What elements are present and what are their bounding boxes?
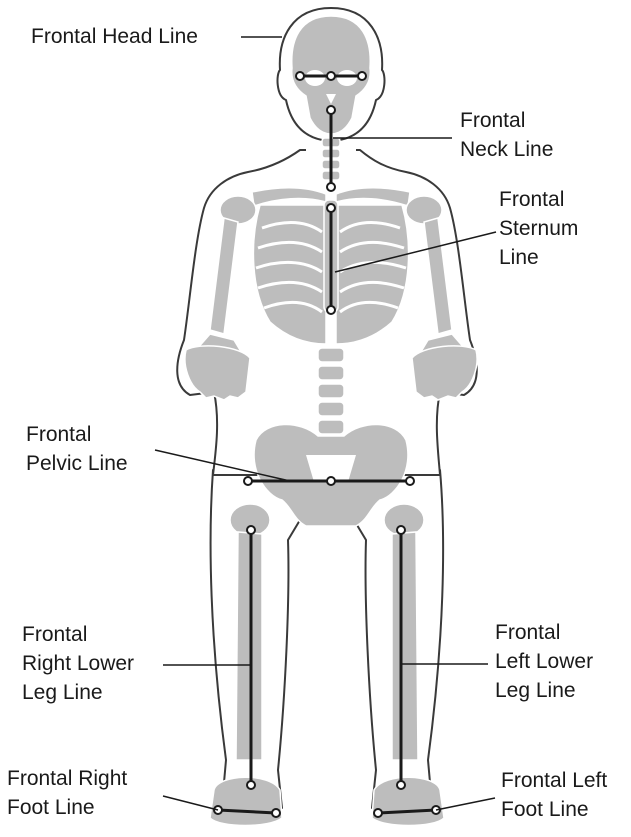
label-left-leg-line-3: Leg Line xyxy=(495,676,593,705)
left-foot-leader xyxy=(436,798,495,810)
label-head: Frontal Head Line xyxy=(31,22,198,51)
left-ankle-marker xyxy=(397,781,405,789)
right-foot-leader xyxy=(163,796,218,810)
label-pelvic-line-2: Pelvic Line xyxy=(26,449,128,478)
label-sternum: Frontal Sternum Line xyxy=(499,185,578,272)
label-pelvic: Frontal Pelvic Line xyxy=(26,420,128,478)
sternum-top-marker xyxy=(327,204,335,212)
right-foot-toe-marker xyxy=(272,809,280,817)
label-right-foot-line-1: Frontal Right xyxy=(7,764,127,793)
neck-top-marker xyxy=(327,106,335,114)
label-left-leg: Frontal Left Lower Leg Line xyxy=(495,618,593,705)
right-ankle-marker xyxy=(247,781,255,789)
neck-bottom-marker xyxy=(327,183,335,191)
label-neck: Frontal Neck Line xyxy=(460,106,553,164)
left-foot-toe-marker xyxy=(374,809,382,817)
label-neck-line-1: Frontal xyxy=(460,106,553,135)
label-right-leg-line-3: Leg Line xyxy=(22,678,134,707)
label-right-foot: Frontal Right Foot Line xyxy=(7,764,127,822)
label-right-leg-line-1: Frontal xyxy=(22,620,134,649)
sternum-bottom-marker xyxy=(327,306,335,314)
pelvic-left-marker xyxy=(406,477,414,485)
right-knee-marker xyxy=(247,526,255,534)
label-right-leg-line-2: Right Lower xyxy=(22,649,134,678)
label-pelvic-line-1: Frontal xyxy=(26,420,128,449)
head-mid-marker xyxy=(327,72,335,80)
label-left-leg-line-1: Frontal xyxy=(495,618,593,647)
label-neck-line-2: Neck Line xyxy=(460,135,553,164)
head-right-marker xyxy=(358,72,366,80)
label-head-line-1: Frontal Head Line xyxy=(31,22,198,51)
left-knee-marker xyxy=(397,526,405,534)
pelvic-right-marker xyxy=(244,477,252,485)
label-left-foot: Frontal Left Foot Line xyxy=(501,766,607,824)
label-left-foot-line-2: Foot Line xyxy=(501,795,607,824)
pelvic-mid-marker xyxy=(327,477,335,485)
label-left-foot-line-1: Frontal Left xyxy=(501,766,607,795)
label-sternum-line-1: Frontal xyxy=(499,185,578,214)
label-right-leg: Frontal Right Lower Leg Line xyxy=(22,620,134,707)
head-left-marker xyxy=(296,72,304,80)
label-sternum-line-3: Line xyxy=(499,243,578,272)
label-right-foot-line-2: Foot Line xyxy=(7,793,127,822)
label-sternum-line-2: Sternum xyxy=(499,214,578,243)
label-left-leg-line-2: Left Lower xyxy=(495,647,593,676)
